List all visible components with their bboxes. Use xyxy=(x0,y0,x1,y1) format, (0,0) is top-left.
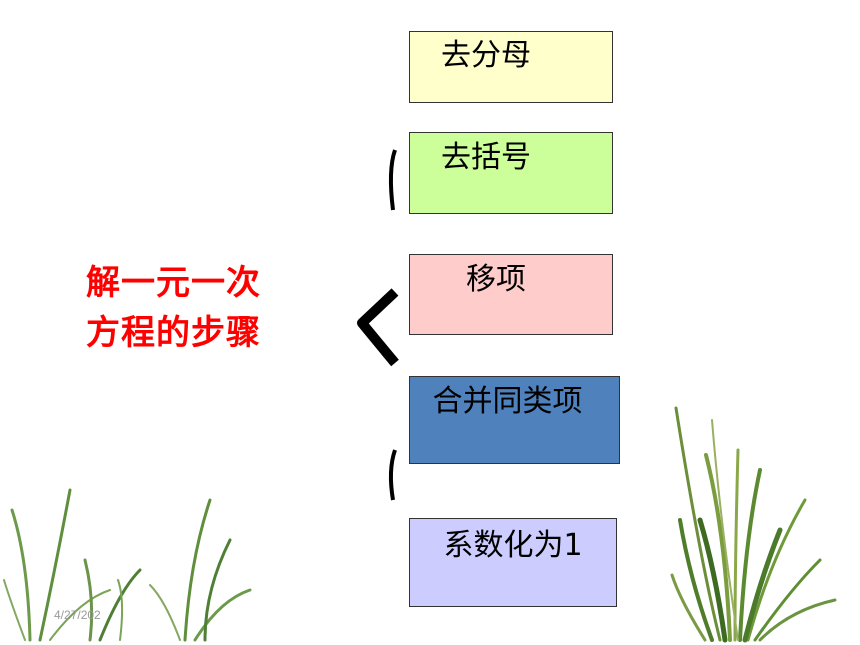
step-label-2: 去括号 xyxy=(441,140,531,175)
title-line-2: 方程的步骤 xyxy=(86,313,261,353)
slide-date: 4/27/202 xyxy=(54,608,101,622)
step-label-5: 系数化为1 xyxy=(443,528,583,563)
left-brace-icon xyxy=(357,149,399,501)
grass-clump-icon xyxy=(3,488,252,642)
page-title: 解一元一次 方程的步骤 xyxy=(86,258,286,358)
title-line-1: 解一元一次 xyxy=(86,263,261,303)
step-label-3: 移项 xyxy=(466,262,526,297)
step-label-1: 去分母 xyxy=(441,38,531,73)
step-label-4: 合并同类项 xyxy=(432,384,583,419)
grass-clump-icon xyxy=(670,406,837,643)
step-box-5: 系数化为1 xyxy=(409,518,617,607)
step-box-1: 去分母 xyxy=(409,31,613,103)
step-box-3: 移项 xyxy=(409,254,613,335)
step-box-4: 合并同类项 xyxy=(409,376,620,464)
step-box-2: 去括号 xyxy=(409,132,613,214)
